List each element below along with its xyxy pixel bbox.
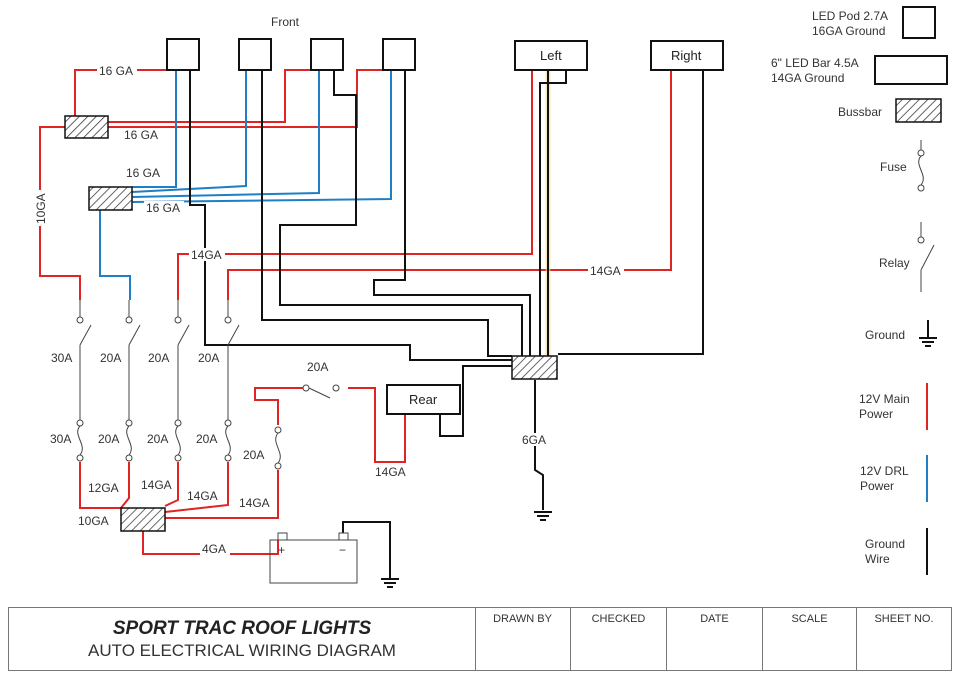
front-led-pod-2 <box>238 38 272 71</box>
label-16ga-c: 16 GA <box>126 166 160 180</box>
relay-3 <box>174 300 190 420</box>
legend-relay-symbol <box>917 222 935 292</box>
legend-relay-label: Relay <box>879 256 910 270</box>
drl-power-wires <box>99 70 392 300</box>
legend-led-bar-symbol <box>874 55 948 85</box>
fuse-rating-2: 20A <box>98 432 119 446</box>
fuse-4 <box>224 419 232 462</box>
fuse-5 <box>274 426 282 470</box>
label-12ga: 12GA <box>88 481 119 495</box>
scale-cell: SCALE <box>763 608 857 670</box>
relay-1 <box>76 300 92 420</box>
rear-relay-rating: 20A <box>307 360 328 374</box>
rating-labels: 30A 20A 20A 20A 30A 20A 20A 20A 20A 20A <box>49 351 328 462</box>
legend: LED Pod 2.7A 16GA Ground 6" LED Bar 4.5A… <box>771 6 948 575</box>
checked-cell: CHECKED <box>571 608 667 670</box>
bussbar-main-top <box>64 115 109 139</box>
relay-4 <box>224 300 240 420</box>
label-4ga: 4GA <box>202 542 226 556</box>
front-led-pod-3 <box>310 38 344 71</box>
bussbar-drl <box>88 186 133 211</box>
relay-2 <box>125 300 141 420</box>
legend-led-pod-line2: 16GA Ground <box>812 24 885 38</box>
fuse-rating-4: 20A <box>196 432 217 446</box>
label-14ga-f: 14GA <box>375 465 406 479</box>
relay-rating-1: 30A <box>51 351 72 365</box>
drawing-subtitle: AUTO ELECTRICAL WIRING DIAGRAM <box>88 641 396 660</box>
label-16ga-a: 16 GA <box>99 64 133 78</box>
label-6ga: 6GA <box>522 433 546 447</box>
front-led-pod-1 <box>166 38 200 71</box>
wiring-diagram: Front Left Right Rear <box>34 6 948 588</box>
legend-ground-label: Ground <box>865 328 905 342</box>
label-16ga-d: 16 GA <box>146 201 180 215</box>
front-led-pod-4 <box>382 38 416 71</box>
fuse-2 <box>125 419 133 462</box>
label-14ga-c: 14GA <box>141 478 172 492</box>
legend-main-power-line2: Power <box>859 407 893 421</box>
battery-minus: − <box>339 543 346 557</box>
label-14ga-a: 14GA <box>191 248 222 262</box>
fuse-1 <box>76 419 84 462</box>
legend-led-pod-symbol <box>902 6 936 39</box>
right-led-bar <box>650 40 724 71</box>
relay-rating-3: 20A <box>148 351 169 365</box>
left-label: Left <box>540 48 562 63</box>
wire-labels: 16 GA 16 GA 16 GA 16 GA 10GA 14GA 14GA 1… <box>34 64 624 556</box>
sheet-no-cell: SHEET NO. <box>874 613 934 625</box>
relay-rating-4: 20A <box>198 351 219 365</box>
legend-drl-power-line1: 12V DRL <box>860 464 909 478</box>
date-cell: DATE <box>667 608 763 670</box>
legend-ground-wire-line2: Wire <box>865 552 890 566</box>
rear-label: Rear <box>409 392 438 407</box>
fuse-rating-3: 20A <box>147 432 168 446</box>
rear-relay <box>302 384 340 399</box>
legend-fuse-label: Fuse <box>880 160 907 174</box>
label-10ga-b: 10GA <box>78 514 109 528</box>
fuse-rating-1: 30A <box>50 432 71 446</box>
legend-drl-power-line2: Power <box>860 479 894 493</box>
drawn-by-cell: DRAWN BY <box>475 608 571 670</box>
fuse-bank <box>76 419 282 470</box>
legend-fuse-symbol <box>917 140 925 192</box>
legend-led-bar-line2: 14GA Ground <box>771 71 844 85</box>
fuse-rating-5: 20A <box>243 448 264 462</box>
ground-wires <box>189 70 704 578</box>
ground-symbol-2 <box>381 578 399 588</box>
relay-bank <box>76 300 240 420</box>
battery-plus: + <box>278 543 285 557</box>
front-label: Front <box>271 15 300 29</box>
legend-ground-wire-line1: Ground <box>865 537 905 551</box>
label-16ga-b: 16 GA <box>124 128 158 142</box>
legend-bussbar-symbol <box>895 98 942 123</box>
rear-led-bar <box>386 384 461 415</box>
title-block: SPORT TRAC ROOF LIGHTS AUTO ELECTRICAL W… <box>8 607 952 671</box>
legend-led-bar-line1: 6" LED Bar 4.5A <box>771 56 859 70</box>
bussbar-ground <box>511 355 558 380</box>
legend-led-pod-line1: LED Pod 2.7A <box>812 9 888 23</box>
label-14ga-e: 14GA <box>239 496 270 510</box>
main-power-wires <box>39 69 672 555</box>
ground-symbol-1 <box>534 511 552 521</box>
label-14ga-b: 14GA <box>590 264 621 278</box>
battery: + − <box>269 532 358 584</box>
label-14ga-d: 14GA <box>187 489 218 503</box>
legend-bussbar-label: Bussbar <box>838 105 882 119</box>
legend-ground-symbol <box>919 320 937 347</box>
drawing-title: SPORT TRAC ROOF LIGHTS <box>112 618 372 639</box>
title-block-main: SPORT TRAC ROOF LIGHTS AUTO ELECTRICAL W… <box>9 608 476 670</box>
fuse-3 <box>174 419 182 462</box>
right-label: Right <box>671 48 702 63</box>
relay-rating-2: 20A <box>100 351 121 365</box>
legend-main-power-line1: 12V Main <box>859 392 910 406</box>
label-10ga-a: 10GA <box>34 193 48 224</box>
left-led-bar <box>514 40 588 71</box>
bussbar-battery <box>120 507 166 532</box>
